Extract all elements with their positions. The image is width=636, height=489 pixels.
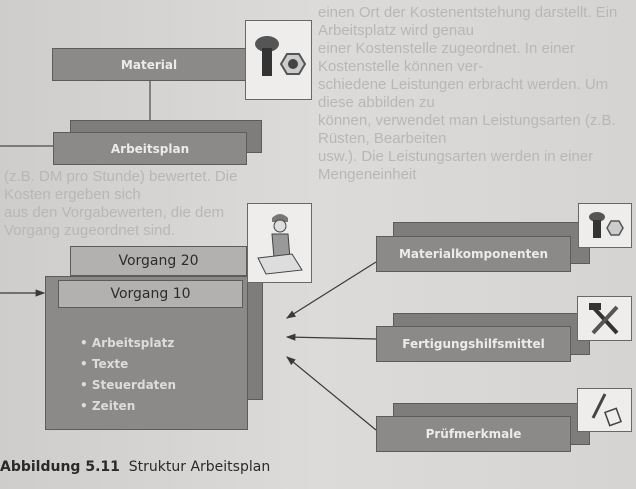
background-text-upper: einen Ort der Kostenentstehung darstellt… [318, 4, 632, 184]
gauge-clipboard-icon [577, 388, 632, 432]
item-label: Zeiten [91, 399, 136, 413]
arbeitsplan-label: Arbeitsplan [110, 141, 190, 156]
arrow-pruefmerkmale [286, 356, 377, 431]
text-line: einen Ort der Kostenentstehung darstellt… [318, 4, 618, 39]
item-label: Texte [91, 357, 129, 371]
text-line: usw.). Die Leistungsarten werden in eine… [318, 148, 594, 183]
material-box: Material [52, 48, 246, 81]
vorgang-10-label: Vorgang 10 [110, 286, 191, 302]
arrow-fertigungshilfsmittel [285, 333, 377, 341]
vorgang-10-header: Vorgang 10 [58, 280, 243, 308]
arrow-materialkomponenten [285, 261, 377, 319]
vorgang-20-label: Vorgang 20 [118, 253, 199, 269]
figure-title: Struktur Arbeitsplan [128, 459, 271, 475]
material-label: Material [120, 57, 178, 72]
vorgang-item: • Zeiten [80, 399, 136, 413]
arbeitsplan-box: Arbeitsplan [53, 132, 247, 165]
figure-caption: Abbildung 5.11 Struktur Arbeitsplan [0, 459, 270, 475]
vorgang-item: • Steuerdaten [80, 378, 177, 392]
background-text-lower: (z.B. DM pro Stunde) bewertet. Die Koste… [4, 168, 244, 240]
text-line: (z.B. DM pro Stunde) bewertet. Die Koste… [4, 168, 238, 203]
screw-nut-small-icon [578, 203, 632, 248]
tools-icon [577, 296, 632, 341]
fertigungshilfsmittel-label: Fertigungshilfsmittel [402, 337, 545, 351]
text-line: aus den Vorgabewerten, die dem Vorgang z… [4, 204, 225, 239]
text-line: einer Kostenstelle zugeordnet. In einer … [318, 40, 575, 75]
figure-number: Abbildung 5.11 [0, 459, 120, 475]
text-line: schiedene Leistungen erbracht werden. Um… [318, 76, 609, 111]
materialkomponenten-label: Materialkomponenten [398, 247, 549, 261]
pruefmerkmale-label: Prüfmerkmale [425, 427, 522, 441]
fertigungshilfsmittel-box: Fertigungshilfsmittel [376, 326, 571, 362]
screw-nut-icon [245, 20, 312, 100]
vorgang-item: • Arbeitsplatz [80, 336, 175, 350]
vorgang-item: • Texte [80, 357, 129, 371]
vorgang-20-header: Vorgang 20 [70, 246, 247, 276]
pruefmerkmale-box: Prüfmerkmale [376, 416, 571, 452]
item-label: Arbeitsplatz [91, 336, 175, 350]
item-label: Steuerdaten [91, 378, 177, 392]
materialkomponenten-box: Materialkomponenten [376, 236, 571, 272]
worker-icon [247, 203, 312, 283]
text-line: können, verwendet man Leistungsarten (z.… [318, 112, 616, 147]
